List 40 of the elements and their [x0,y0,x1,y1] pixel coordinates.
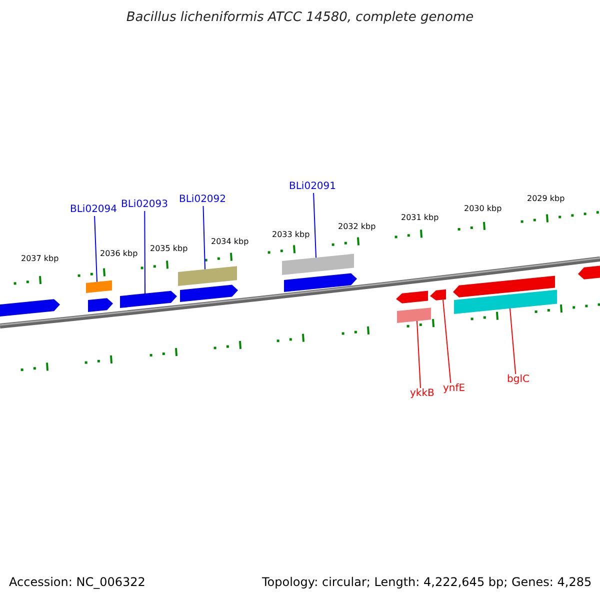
scale-label: 2037 kbp [21,254,59,264]
footer-text: Accession: NC_006322 [9,575,146,589]
scale-label: 2034 kbp [211,237,249,247]
leader-line [416,320,421,388]
gene-feature [453,276,555,298]
footer-text: Topology: circular; Length: 4,222,645 bp; Genes: 4,285 [262,575,592,589]
scale-label: 2036 kbp [100,249,138,259]
gene-bar [454,290,557,314]
gene-label: BLi02091 [289,181,336,193]
gene-feature [0,299,60,317]
scale-label: 2032 kbp [338,222,376,232]
gene-feature [88,298,113,312]
gene-label: BLi02092 [179,194,226,206]
scale-label: 2030 kbp [464,204,502,214]
gene-bar [282,254,354,275]
gene-feature [284,273,357,292]
scale-label: 2029 kbp [527,194,565,204]
gene-feature [578,265,600,280]
leader-line [313,192,316,258]
scale-label: 2035 kbp [150,244,188,254]
scale-label: 2033 kbp [272,230,310,240]
scale-label: 2031 kbp [401,213,439,223]
gene-feature [120,290,177,308]
gene-label: bglC [507,374,530,386]
gene-feature [396,290,428,304]
gene-bar [397,308,431,323]
gene-feature [430,289,446,300]
leader-line [510,308,516,374]
leader-line [442,299,452,384]
gene-bar [178,266,237,286]
leader-line [94,216,98,282]
gene-label: ynfE [443,383,466,395]
gene-label: BLi02093 [121,199,168,211]
title: Bacillus licheniformis ATCC 14580, complete genome [125,10,475,26]
gene-bar [86,280,112,293]
gene-feature [180,284,238,302]
gene-label: BLi02094 [70,204,118,216]
leader-line [144,210,146,294]
leader-line [202,206,206,270]
gene-label: ykkB [410,388,434,400]
